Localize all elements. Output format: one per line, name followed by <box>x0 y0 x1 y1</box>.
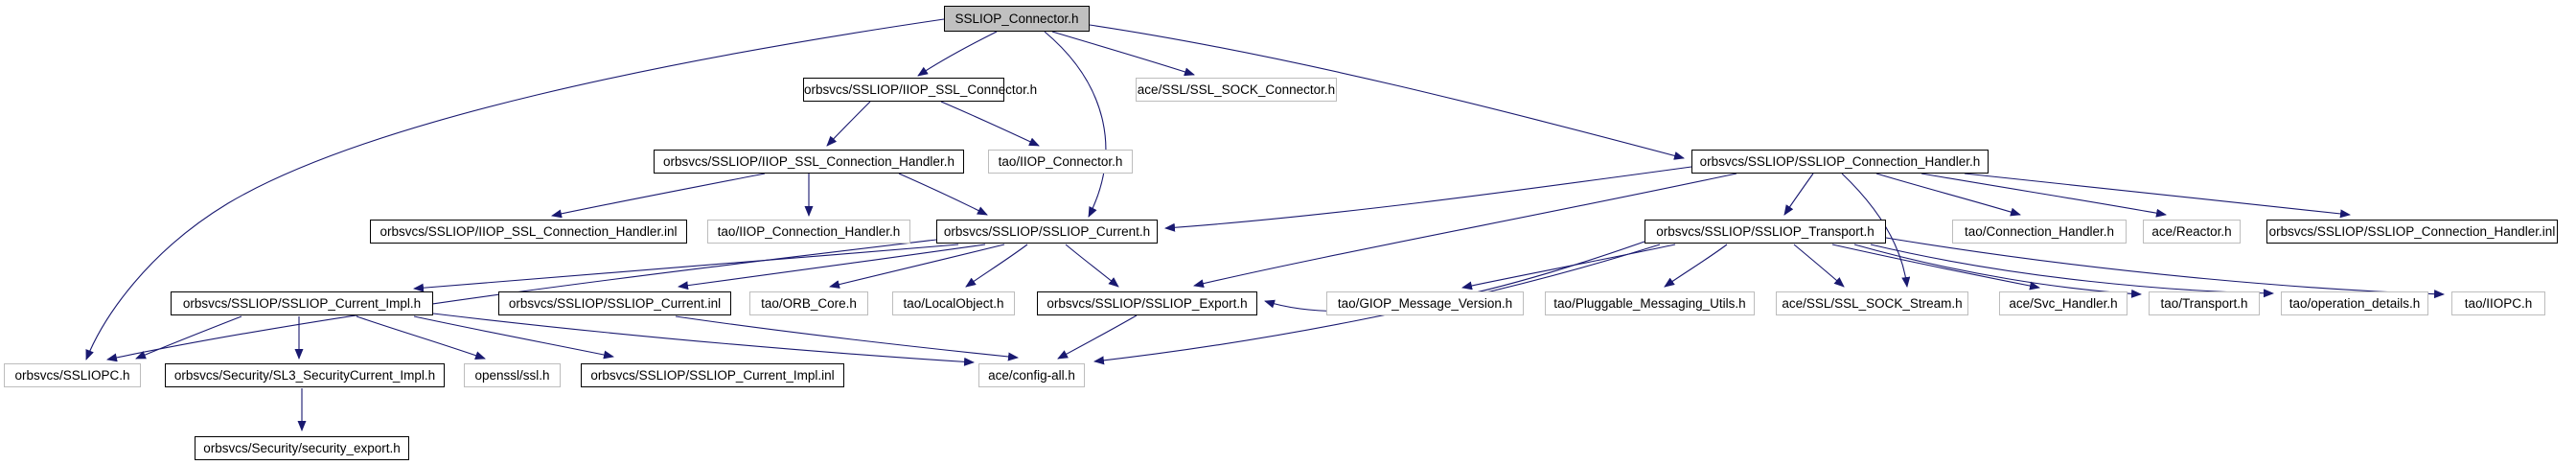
node-tao-iiopc-h[interactable]: tao/IIOPC.h <box>2451 291 2545 315</box>
edge-ssliop_conn_handler_h-to-ace_reactor_h <box>1920 173 2167 218</box>
node-ssliop-current-impl-inl[interactable]: orbsvcs/SSLIOP/SSLIOP_Current_Impl.inl <box>581 363 844 387</box>
node-tao-conn-handler-h[interactable]: tao/Connection_Handler.h <box>1952 220 2127 244</box>
edge-iiop_ssl_connector_h-to-tao_iiop_connector_h <box>940 101 1040 147</box>
edge-ssliop_transport_h-to-ace_ssl_sock_stream_h <box>1793 244 1845 288</box>
node-orbsvcs-ssliopc-h[interactable]: orbsvcs/SSLIOPC.h <box>4 363 141 387</box>
edge-ssliop_current_impl_h-to-ace_config_all_h <box>432 313 975 366</box>
edge-ssliop_transport_h-to-ace_config_all_h <box>1093 244 1661 365</box>
edge-root-to-ssl_sock_connector_h <box>1051 31 1195 77</box>
node-iiop-ssl-connector-h[interactable]: orbsvcs/SSLIOP/IIOP_SSL_Connector.h <box>803 78 1037 102</box>
edge-ssliop_conn_handler_h-to-ssliop_current_h <box>1164 166 1692 232</box>
edge-ssliop_conn_handler_h-to-ssliop_conn_handler_inl <box>1964 173 2351 219</box>
edge-ssliop_conn_handler_h-to-ssliop_export_h <box>1193 173 1737 289</box>
edge-iiop_ssl_connector_h-to-iiop_ssl_conn_handler_h <box>826 101 871 147</box>
node-ace-ssl-sock-stream-h[interactable]: ace/SSL/SSL_SOCK_Stream.h <box>1776 291 1968 315</box>
edge-root-to-ssliop_current_h <box>1044 31 1107 218</box>
node-tao-operation-details-h[interactable]: tao/operation_details.h <box>2281 291 2428 315</box>
node-ssl-sock-connector-h[interactable]: ace/SSL/SSL_SOCK_Connector.h <box>1136 78 1337 102</box>
edge-ssliop_current_h-to-ssliop_export_h <box>1065 244 1119 288</box>
edge-ssliop_transport_h-to-tao_pluggable_messaging_utils_h <box>1664 244 1728 288</box>
node-ace-svc-handler-h[interactable]: ace/Svc_Handler.h <box>1999 291 2128 315</box>
node-tao-iiop-connector-h[interactable]: tao/IIOP_Connector.h <box>988 150 1133 174</box>
node-openssl-ssl-h[interactable]: openssl/ssl.h <box>464 363 561 387</box>
node-ssliop-export-h[interactable]: orbsvcs/SSLIOP/SSLIOP_Export.h <box>1037 291 1257 315</box>
edge-ssliop_transport_h-to-tao_operation_details_h <box>1870 244 2274 298</box>
node-tao-giop-message-version-h[interactable]: tao/GIOP_Message_Version.h <box>1326 291 1524 315</box>
edge-ssliop_transport_h-to-tao_giop_message_version_h <box>1461 244 1676 291</box>
edge-ssliop_current_h-to-tao_localobject_h <box>965 244 1028 288</box>
node-root[interactable]: SSLIOP_Connector.h <box>944 6 1090 32</box>
edge-ssliop_current_inl-to-ace_config_all_h <box>675 315 1019 361</box>
edge-root-to-orbsvcs_ssliopc_h <box>85 18 945 360</box>
edge-root-to-iiop_ssl_connector_h <box>917 31 998 77</box>
edge-ssliop_transport_h-to-tao_iiopc_h <box>1885 237 2445 299</box>
node-sl3-securitycurrent-impl-h[interactable]: orbsvcs/Security/SL3_SecurityCurrent_Imp… <box>165 363 445 387</box>
edge-ssliop_current_h-to-tao_orb_core_h <box>829 244 1005 289</box>
edge-iiop_ssl_conn_handler_h-to-iiop_ssl_conn_handler_inl <box>551 173 766 219</box>
node-ssliop-current-h[interactable]: orbsvcs/SSLIOP/SSLIOP_Current.h <box>936 220 1158 244</box>
node-security-export-h[interactable]: orbsvcs/Security/security_export.h <box>195 436 409 460</box>
edge-ssliop_conn_handler_h-to-ace_ssl_sock_stream_h <box>1841 173 1911 288</box>
edge-ssliop_conn_handler_h-to-ssliop_transport_h <box>1783 173 1814 216</box>
node-ssliop-conn-handler-h[interactable]: orbsvcs/SSLIOP/SSLIOP_Connection_Handler… <box>1691 150 1989 174</box>
node-iiop-ssl-conn-handler-inl[interactable]: orbsvcs/SSLIOP/IIOP_SSL_Connection_Handl… <box>370 220 687 244</box>
node-ssliop-conn-handler-inl[interactable]: orbsvcs/SSLIOP/SSLIOP_Connection_Handler… <box>2266 220 2558 244</box>
edge-ssliop_current_h-to-orbsvcs_ssliopc_h <box>106 239 937 362</box>
node-tao-orb-core-h[interactable]: tao/ORB_Core.h <box>749 291 868 315</box>
edge-ssliop_export_h-to-ace_config_all_h <box>1057 314 1138 360</box>
node-ssliop-current-inl[interactable]: orbsvcs/SSLIOP/SSLIOP_Current.inl <box>498 291 731 315</box>
node-ace-config-all-h[interactable]: ace/config-all.h <box>978 363 1085 387</box>
edge-root-to-ssliop_conn_handler_h <box>1089 24 1685 160</box>
edge-ssliop_current_h-to-ssliop_current_impl_h <box>413 244 959 292</box>
edge-iiop_ssl_conn_handler_h-to-ssliop_current_h <box>898 173 988 216</box>
edge-ssliop_current_impl_h-to-orbsvcs_ssliopc_h <box>135 315 242 360</box>
edge-ssliop_current_impl_h-to-openssl_ssl_h <box>356 315 486 360</box>
node-tao-localobject-h[interactable]: tao/LocalObject.h <box>892 291 1015 315</box>
edge-ssliop_conn_handler_h-to-tao_conn_handler_h <box>1875 173 2021 217</box>
node-ace-reactor-h[interactable]: ace/Reactor.h <box>2143 220 2241 244</box>
node-ssliop-transport-h[interactable]: orbsvcs/SSLIOP/SSLIOP_Transport.h <box>1644 220 1886 244</box>
node-ssliop-current-impl-h[interactable]: orbsvcs/SSLIOP/SSLIOP_Current_Impl.h <box>171 291 433 315</box>
node-tao-pluggable-messaging-utils-h[interactable]: tao/Pluggable_Messaging_Utils.h <box>1545 291 1755 315</box>
edge-ssliop_current_h-to-ssliop_current_inl <box>678 244 986 291</box>
edge-ssliop_current_impl_h-to-ssliop_current_impl_inl <box>413 315 614 360</box>
node-tao-iiop-conn-handler-h[interactable]: tao/IIOP_Connection_Handler.h <box>707 220 910 244</box>
edge-ssliop_transport_h-to-ace_svc_handler_h <box>1831 244 2040 291</box>
node-tao-transport-h[interactable]: tao/Transport.h <box>2149 291 2260 315</box>
node-iiop-ssl-conn-handler-h[interactable]: orbsvcs/SSLIOP/IIOP_SSL_Connection_Handl… <box>654 150 964 174</box>
